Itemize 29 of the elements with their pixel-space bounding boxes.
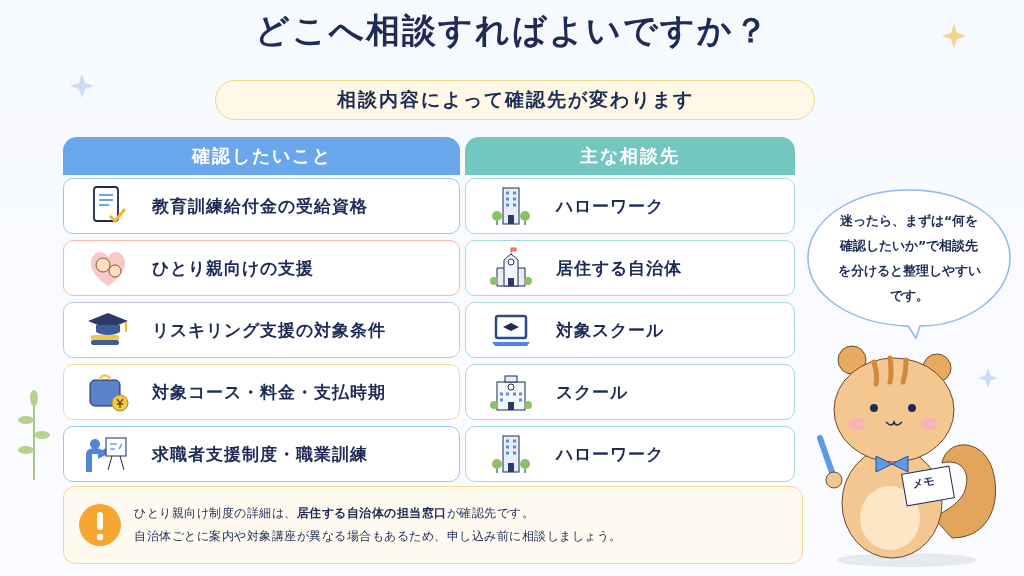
item-card [63,240,460,296]
item-card [465,364,795,420]
item-text: 教育訓練給付金の受給資格 [152,194,368,218]
item-card [465,426,795,482]
memo-text: メモ [910,473,936,492]
item-text: 求職者支援制度・職業訓練 [152,442,368,466]
notice-text: ひとり親向け制度の詳細は、居住する自治体の担当窓口が確認先です。 [134,505,535,522]
item-card [465,302,795,358]
item-text: 対象コース・料金・支払時期 [152,380,386,404]
item-card [63,302,460,358]
notice-text: 自治体ごとに案内や対象講座が異なる場合もあるため、申し込み前に相談しましょう。 [134,528,622,545]
item-text: 対象スクール [556,318,664,342]
item-card [63,364,460,420]
item-text: ハローワーク [556,194,664,218]
item-card [63,178,460,234]
column-header: 主な相談先 [465,137,795,175]
item-text: スクール [556,380,628,404]
item-card [465,240,795,296]
item-text: リスキリング支援の対象条件 [152,318,386,342]
column-header: 確認したいこと [63,137,460,175]
item-text: ハローワーク [556,442,664,466]
item-text: ひとり親向けの支援 [152,256,314,280]
subtitle-banner: 相談内容によって確認先が変わります [215,80,815,120]
page-title: どこへ相談すればよいですか？ [254,9,770,52]
item-card [63,426,460,482]
notice-panel [63,486,803,564]
item-card [465,178,795,234]
item-text: 居住する自治体 [556,256,682,280]
speech-text: 迷ったら、まずは“何を確認したいか”で相談先を分けると整理しやすいです。 [836,212,982,305]
